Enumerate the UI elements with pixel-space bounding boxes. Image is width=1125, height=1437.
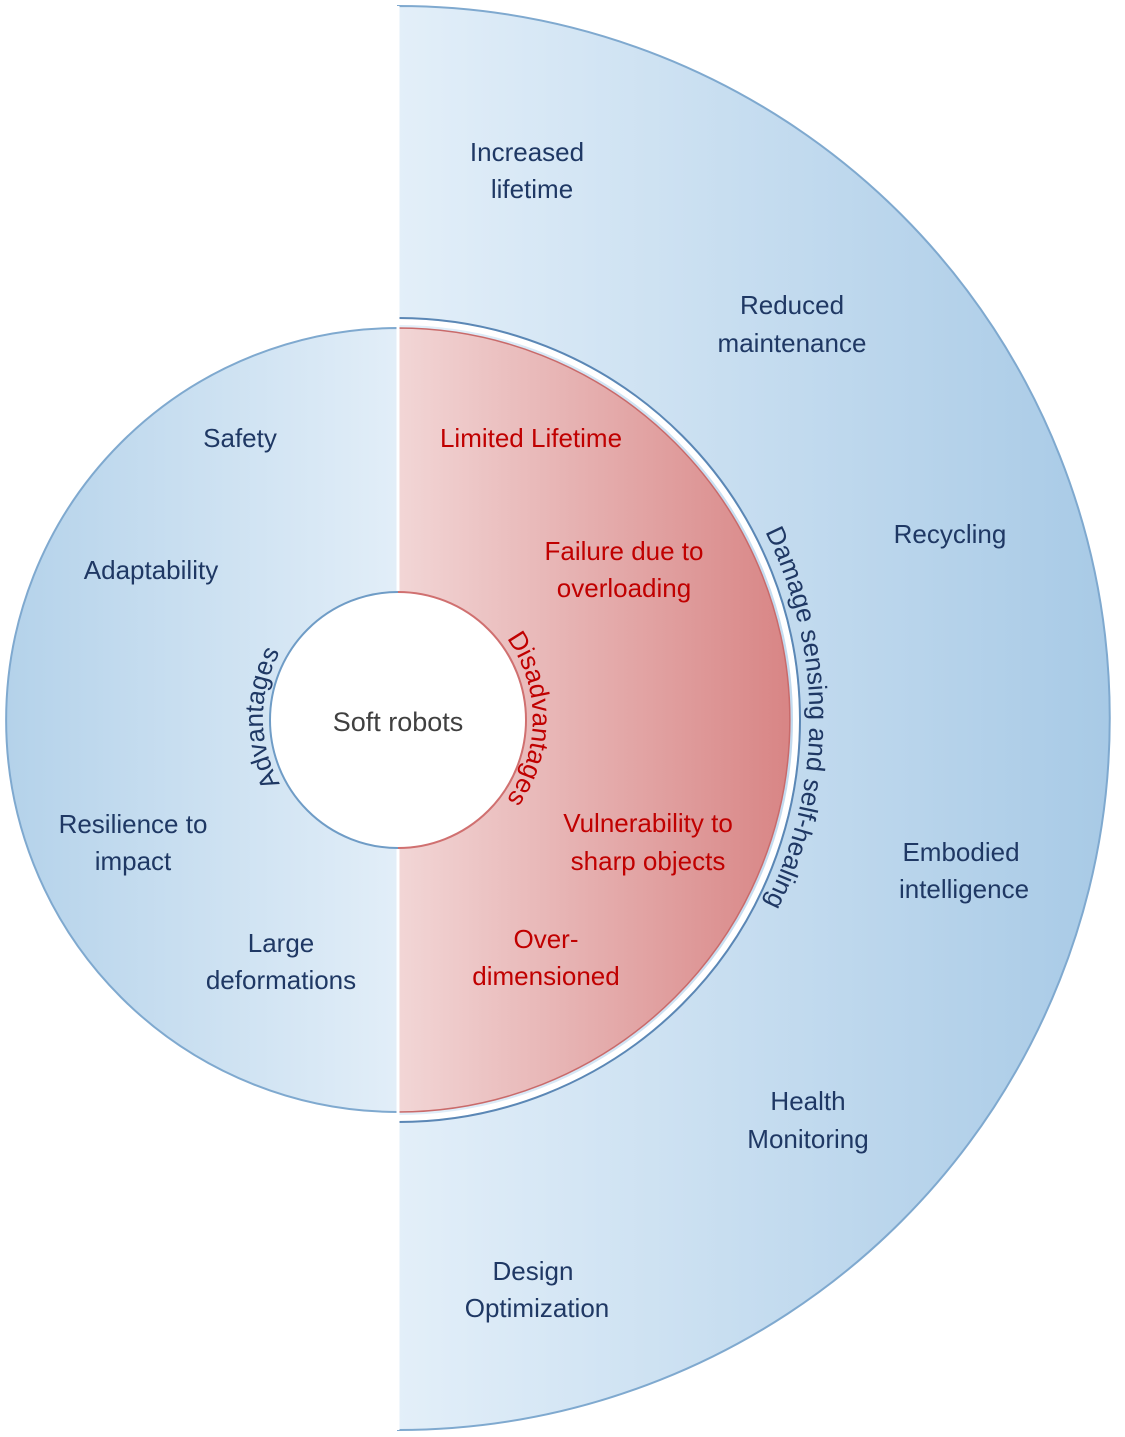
disadvantages-half-ring [397, 327, 791, 1113]
advantage-resilience-line2: impact [95, 846, 172, 876]
disadvantage-limited-lifetime: Limited Lifetime [440, 423, 622, 453]
inner-circle-right [397, 591, 527, 849]
disadvantage-overdimensioned-line2: dimensioned [472, 961, 619, 991]
center-label: Soft robots [333, 707, 464, 737]
benefit-reduced-maintenance-line2: maintenance [718, 328, 867, 358]
advantage-adaptability: Adaptability [84, 555, 218, 585]
inner-circle-left [269, 591, 399, 849]
benefit-embodied-intelligence-line1: Embodied [902, 837, 1019, 867]
disadvantage-overdimensioned-line1: Over- [514, 924, 579, 954]
disadvantage-vulnerability-line1: Vulnerability to [563, 808, 733, 838]
advantage-safety: Safety [203, 423, 277, 453]
advantage-large-deformations-line2: deformations [206, 965, 356, 995]
benefit-increased-lifetime-line1: Increased [470, 137, 584, 167]
benefit-increased-lifetime-line2: lifetime [491, 174, 573, 204]
disadvantage-failure-line1: Failure due to [545, 536, 704, 566]
separator-arc [397, 319, 799, 1121]
advantages-half-ring [5, 326, 399, 1114]
benefit-embodied-intelligence-line2: intelligence [899, 874, 1029, 904]
benefit-reduced-maintenance-line1: Reduced [740, 290, 844, 320]
benefit-recycling: Recycling [894, 519, 1007, 549]
separator-outline [397, 317, 801, 1123]
benefit-health-monitoring-line1: Health [770, 1086, 845, 1116]
disadvantage-failure-line2: overloading [557, 573, 691, 603]
benefit-health-monitoring-line2: Monitoring [747, 1124, 868, 1154]
benefit-design-optimization-line1: Design [493, 1256, 574, 1286]
disadvantage-vulnerability-line2: sharp objects [571, 846, 726, 876]
advantage-large-deformations-line1: Large [248, 928, 315, 958]
benefit-design-optimization-line2: Optimization [465, 1293, 610, 1323]
advantage-resilience-line1: Resilience to [59, 809, 208, 839]
